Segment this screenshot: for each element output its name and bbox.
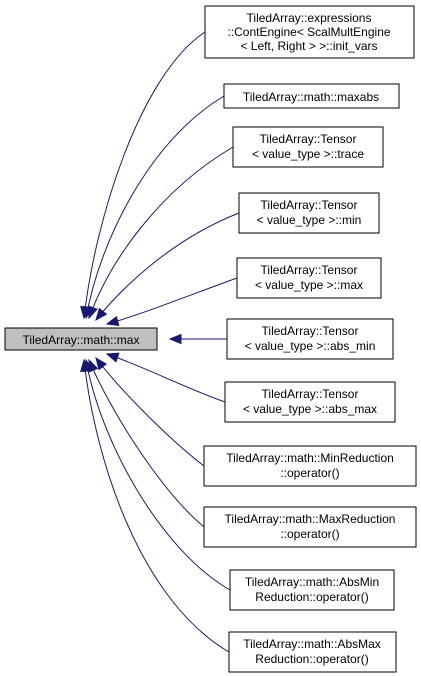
caller-node-min[interactable]: TiledArray::Tensor < value_type >::min <box>238 192 380 234</box>
call-edge <box>83 31 206 319</box>
caller-node-line: < value_type >::abs_min <box>245 339 376 353</box>
caller-node-line: TiledArray::expressions <box>247 11 372 25</box>
call-edge <box>106 277 238 325</box>
call-edge <box>88 359 205 528</box>
arrowhead-icon <box>95 307 108 322</box>
caller-node-box[interactable] <box>203 445 417 487</box>
caller-node-box[interactable] <box>223 83 400 109</box>
caller-node-box[interactable] <box>203 506 417 548</box>
caller-node-line: TiledArray::Tensor <box>260 132 357 146</box>
caller-node-line: < value_type >::max <box>255 278 363 292</box>
arrowhead-icon <box>80 358 91 373</box>
caller-node-min-reduction[interactable]: TiledArray::math::MinReduction ::operato… <box>203 445 417 487</box>
caller-node-line: < value_type >::min <box>257 213 362 227</box>
caller-node-max[interactable]: TiledArray::Tensor < value_type >::max <box>236 257 382 299</box>
root-node[interactable]: TiledArray::math::max <box>4 327 158 351</box>
caller-node-line: TiledArray::math::MinReduction <box>226 451 394 465</box>
caller-node-line: TiledArray::Tensor <box>262 324 359 338</box>
caller-node-box[interactable] <box>204 5 415 59</box>
caller-node-line: TiledArray::math::AbsMax <box>243 637 381 651</box>
call-edge <box>95 357 205 467</box>
caller-node-line: ::ContEngine< ScalMultEngine <box>227 25 390 39</box>
caller-node-line: TiledArray::Tensor <box>262 387 359 401</box>
caller-node-line: ::operator() <box>280 466 339 480</box>
caller-node-maxabs[interactable]: TiledArray::math::maxabs <box>223 83 400 109</box>
caller-node-box[interactable] <box>238 192 380 234</box>
caller-node-trace[interactable]: TiledArray::Tensor < value_type >::trace <box>232 126 384 168</box>
caller-node-line: < value_type >::trace <box>252 147 364 161</box>
caller-node-box[interactable] <box>224 381 396 423</box>
caller-node-line: ::operator() <box>280 527 339 541</box>
call-edge <box>88 146 234 319</box>
root-node-box[interactable] <box>4 327 158 351</box>
caller-node-box[interactable] <box>236 257 382 299</box>
caller-node-absmin-reduction[interactable]: TiledArray::math::AbsMin Reduction::oper… <box>229 569 395 611</box>
caller-node-max-reduction[interactable]: TiledArray::math::MaxReduction ::operato… <box>203 506 417 548</box>
caller-node-abs-max[interactable]: TiledArray::Tensor < value_type >::abs_m… <box>224 381 396 423</box>
caller-node-line: < Left, Right > >::init_vars <box>240 39 377 53</box>
caller-node-line: < value_type >::abs_max <box>243 402 377 416</box>
call-edge <box>106 353 226 403</box>
call-edge <box>85 95 225 319</box>
caller-node-line: TiledArray::math::maxabs <box>243 90 379 104</box>
edges <box>80 31 240 653</box>
caller-node-line: TiledArray::math::AbsMin <box>245 575 379 589</box>
call-edge <box>85 359 231 591</box>
arrowhead-icon <box>105 352 120 363</box>
caller-node-line: TiledArray::Tensor <box>261 263 358 277</box>
caller-node-box[interactable] <box>232 126 384 168</box>
call-edge <box>95 212 240 321</box>
call-edge <box>83 359 230 653</box>
caller-node-box[interactable] <box>229 569 395 611</box>
caller-node-line: Reduction::operator() <box>255 590 368 604</box>
caller-node-line: TiledArray::Tensor <box>261 198 358 212</box>
caller-node-abs-min[interactable]: TiledArray::Tensor < value_type >::abs_m… <box>226 318 394 360</box>
arrowhead-icon <box>105 315 120 327</box>
caller-node-absmax-reduction[interactable]: TiledArray::math::AbsMax Reduction::oper… <box>228 631 397 673</box>
arrowhead-icon <box>95 356 108 371</box>
caller-node-box[interactable] <box>228 631 397 673</box>
arrowhead-icon <box>87 305 98 320</box>
arrowhead-icon <box>168 333 182 345</box>
caller-node-line: TiledArray::math::MaxReduction <box>225 512 396 526</box>
root-node-label: TiledArray::math::max <box>23 333 140 347</box>
caller-node-line: Reduction::operator() <box>255 652 368 666</box>
caller-node-init-vars[interactable]: TiledArray::expressions ::ContEngine< Sc… <box>204 5 415 59</box>
caller-node-box[interactable] <box>226 318 394 360</box>
